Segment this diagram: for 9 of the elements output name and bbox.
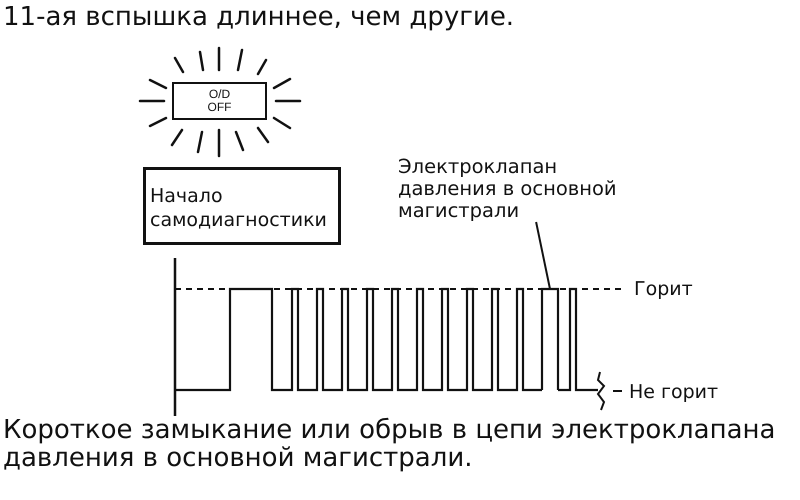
caption: Короткое замыкание или обрыв в цепи электроклапана давления в основной магистрали. [3, 416, 776, 472]
lamp-label: O/D OFF [208, 88, 232, 114]
level-label: Не горит [629, 381, 718, 403]
title: 11-ая вспышка длиннее, чем другие. [3, 1, 514, 33]
level-label: Горит [634, 278, 693, 300]
callout-label: Электроклапан давления в основной магистрали [398, 156, 632, 222]
indicator-lamp [172, 82, 267, 120]
label-frame [143, 167, 341, 245]
frame-label: Начало самодиагностики [150, 184, 328, 232]
